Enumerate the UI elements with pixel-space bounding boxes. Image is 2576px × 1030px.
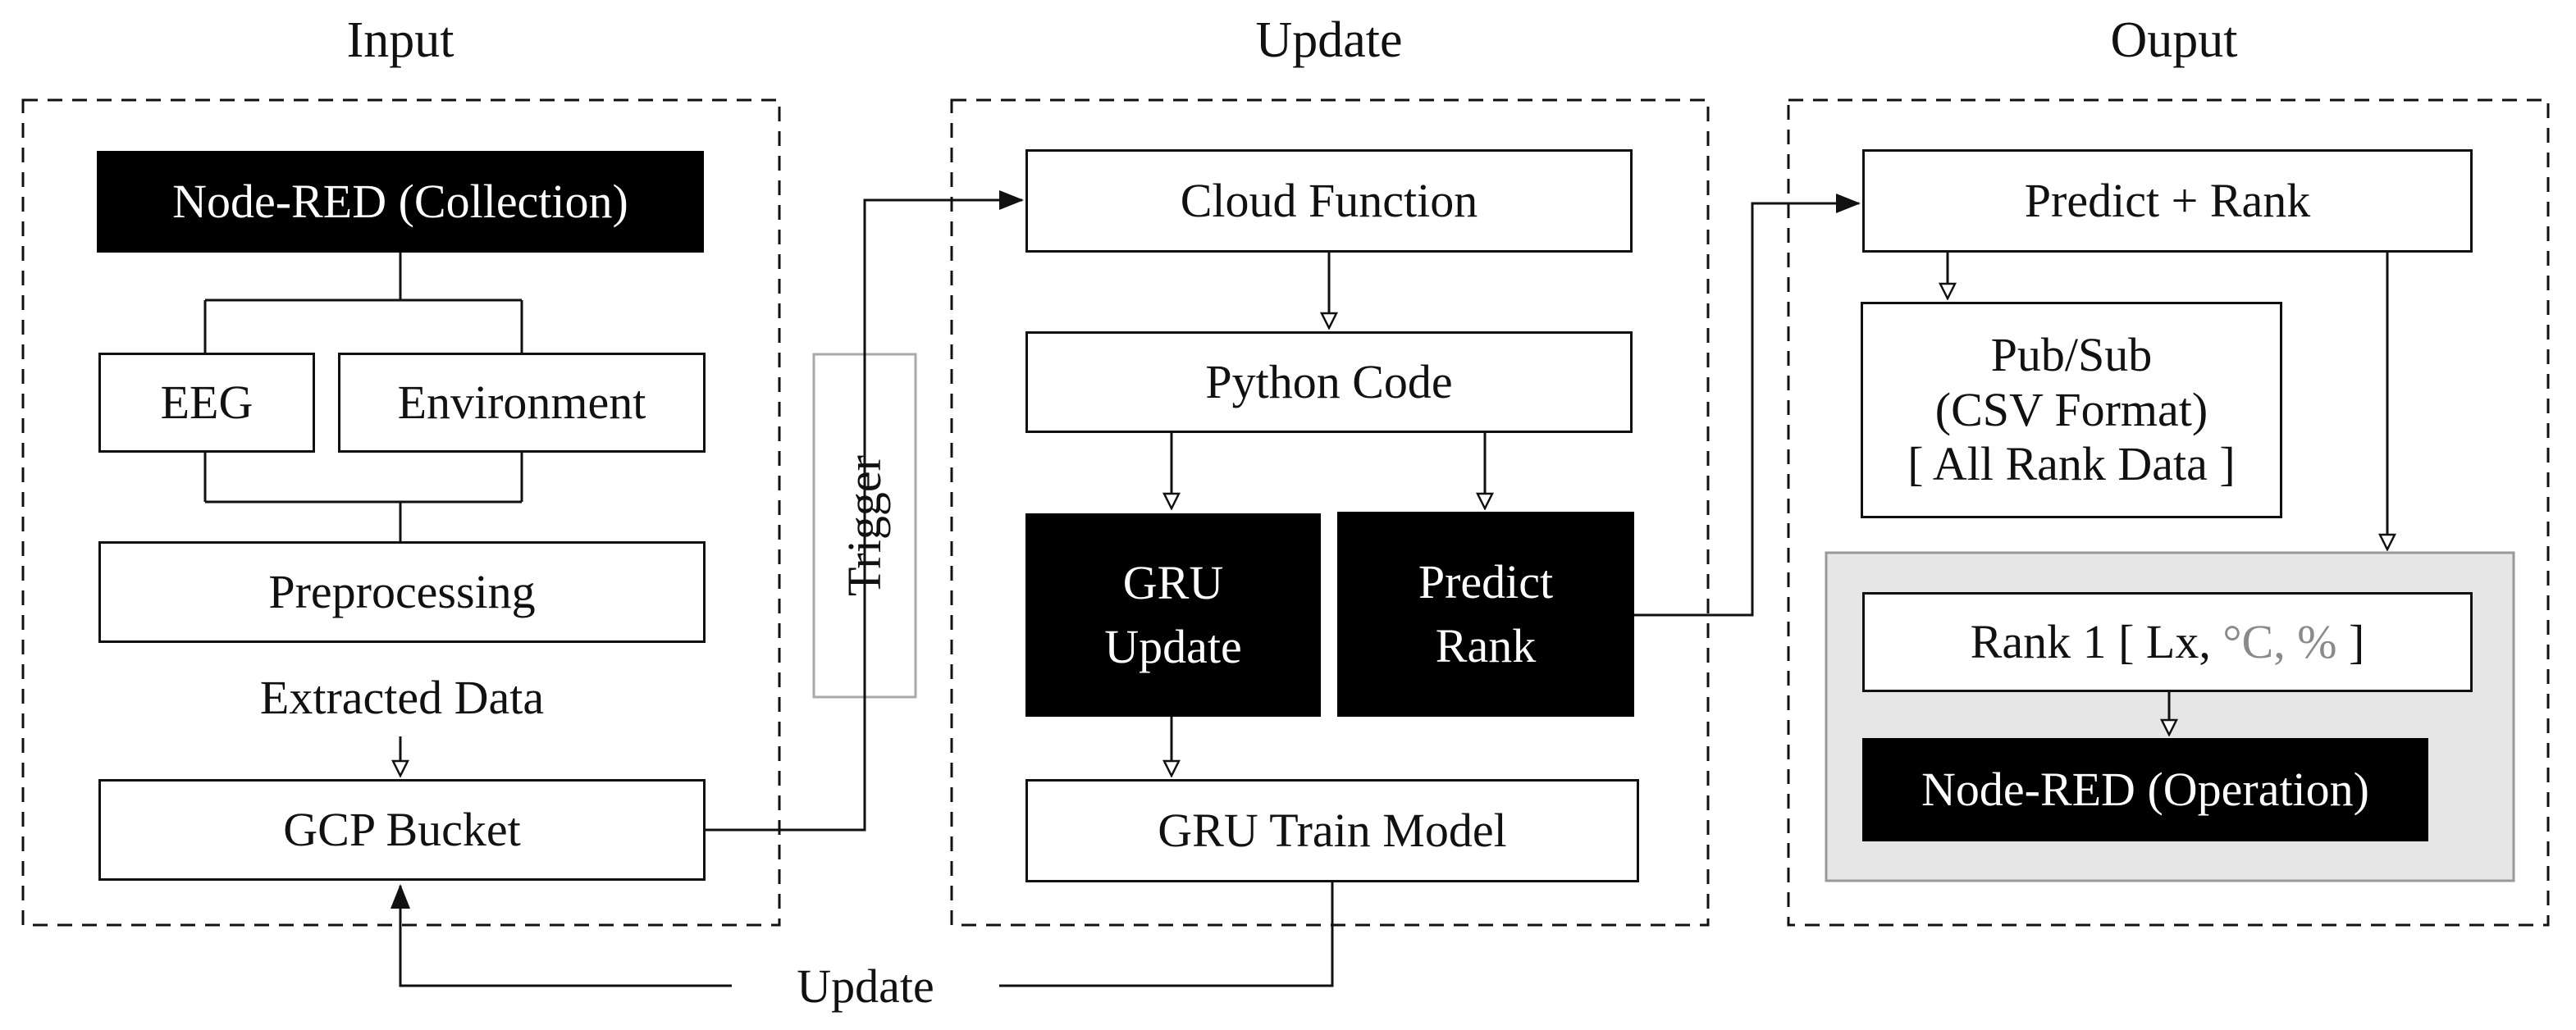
preprocessing-label: Preprocessing <box>268 564 536 618</box>
gcp-bucket-label: GCP Bucket <box>283 802 521 856</box>
cloud-function-box: Cloud Function <box>1025 149 1633 253</box>
gcp-bucket-box: GCP Bucket <box>98 779 706 881</box>
gru-update-line-1: GRU <box>1122 555 1224 609</box>
node-red-collection-label: Node-RED (Collection) <box>172 174 628 228</box>
feedback-line-right <box>999 882 1334 987</box>
feedback-line-left <box>391 884 732 987</box>
predict-plus-rank-box: Predict + Rank <box>1862 149 2473 253</box>
gru-train-model-label: GRU Train Model <box>1158 803 1507 857</box>
node-red-operation-label: Node-RED (Operation) <box>1921 762 2369 816</box>
node-red-operation-box: Node-RED (Operation) <box>1862 738 2428 841</box>
output-section-frame <box>1787 98 2550 927</box>
heading-output: Ouput <box>2110 11 2238 68</box>
extracted-data-label: Extracted Data <box>259 671 545 725</box>
heading-update: Update <box>1255 11 1403 68</box>
cloud-function-label: Cloud Function <box>1180 173 1478 227</box>
rank1-label: Rank 1 [ Lx, °C, % ] <box>1971 610 2365 674</box>
rank1-prefix: Rank 1 [ Lx, <box>1970 614 2223 668</box>
predict-rank-line-2: Rank <box>1435 619 1537 672</box>
arrow-predict-rank-to-output <box>1633 194 1861 617</box>
pubsub-line-2: (CSV Format) <box>1934 382 2208 436</box>
pubsub-line-1: Pub/Sub <box>1990 327 2153 381</box>
python-code-box: Python Code <box>1025 331 1633 433</box>
heading-input: Input <box>346 11 454 68</box>
gru-update-line-2: Update <box>1104 620 1242 673</box>
pubsub-box: Pub/Sub (CSV Format) [ All Rank Data ] <box>1861 302 2282 518</box>
arrow-bucket-trigger-cloud <box>706 190 1024 832</box>
python-code-label: Python Code <box>1205 354 1453 408</box>
environment-label: Environment <box>397 375 646 429</box>
rank1-suffix: ] <box>2336 614 2365 668</box>
gru-train-model-box: GRU Train Model <box>1025 779 1639 882</box>
eeg-label: EEG <box>160 375 253 429</box>
eeg-box: EEG <box>98 353 315 453</box>
gru-update-box: GRU Update <box>1025 513 1321 717</box>
feedback-update-label: Update <box>797 959 934 1014</box>
predict-rank-box: Predict Rank <box>1337 512 1634 717</box>
environment-box: Environment <box>338 353 706 453</box>
predict-rank-line-1: Predict <box>1418 554 1554 608</box>
rank1-box: Rank 1 [ Lx, °C, % ] <box>1862 592 2473 692</box>
input-section-frame <box>21 98 781 927</box>
node-red-collection-box: Node-RED (Collection) <box>97 151 704 253</box>
pubsub-line-3: [ All Rank Data ] <box>1907 437 2236 491</box>
update-section-frame <box>950 98 1710 927</box>
predict-plus-rank-label: Predict + Rank <box>2024 173 2311 227</box>
preprocessing-box: Preprocessing <box>98 541 706 643</box>
trigger-label: Trigger <box>838 455 892 596</box>
rank1-celsius: °C, % <box>2222 614 2337 668</box>
